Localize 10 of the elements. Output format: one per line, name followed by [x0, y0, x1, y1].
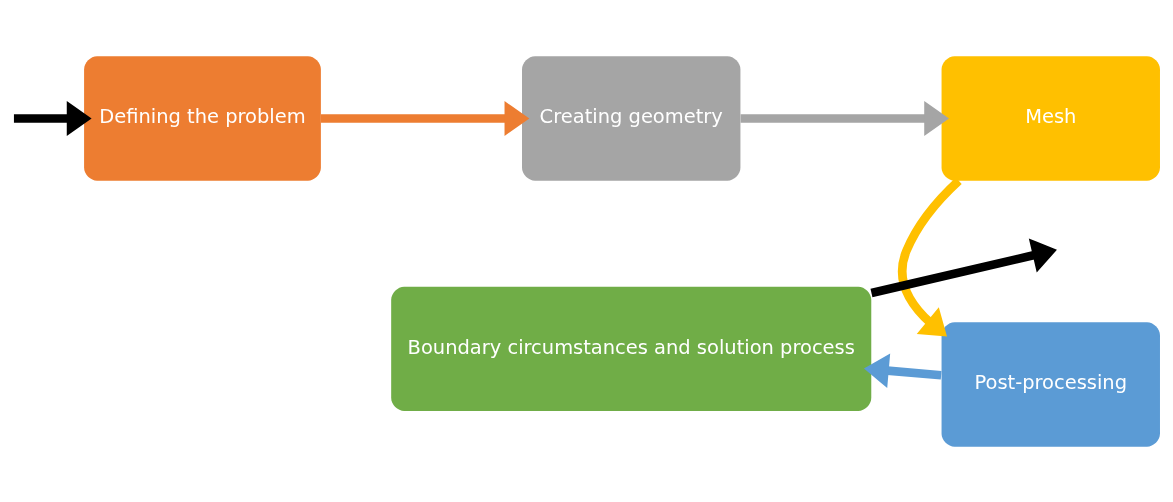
arrow	[13, 100, 92, 136]
arrow	[321, 100, 530, 136]
arrow	[898, 177, 962, 336]
node-box: Post-processing	[941, 321, 1160, 447]
node-box: Creating geometry	[522, 55, 741, 181]
arrow	[863, 352, 942, 388]
node-box: Mesh	[941, 55, 1160, 181]
arrow	[740, 100, 950, 136]
node-box: Boundary circumstances and solution process	[391, 286, 872, 411]
node-box: Defining the problem	[84, 55, 321, 181]
